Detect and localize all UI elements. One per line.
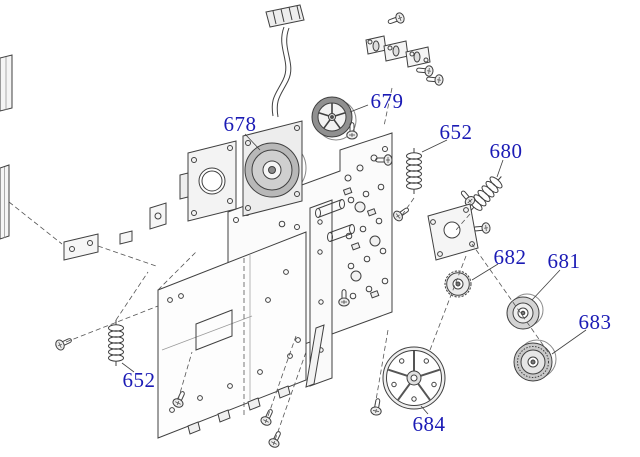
motor-bracket-678 [179, 140, 237, 222]
part-label-682: 682 [494, 245, 527, 269]
roller-shaft [315, 199, 345, 218]
pulley-679 [311, 96, 357, 141]
frame-front-plate [157, 231, 325, 439]
left-edge-fragments [0, 54, 13, 240]
wire-harness [265, 4, 305, 118]
feed-roller-assembly [365, 35, 431, 68]
part-label-684: 684 [413, 412, 446, 436]
part-label-678: 678 [224, 112, 257, 136]
screw [53, 334, 74, 352]
part-label-652-top: 652 [440, 120, 473, 144]
connector [265, 4, 305, 28]
pulley-681 [506, 293, 544, 330]
part-label-652-bottom: 652 [123, 368, 156, 392]
bracket-682 [427, 203, 479, 261]
pulley-683 [513, 339, 557, 382]
wheel-684 [382, 346, 446, 410]
part-labels: 678 679 652 680 682 681 683 684 652 [123, 89, 612, 436]
left-bracket [63, 202, 167, 261]
gear-682 [444, 270, 472, 298]
part-label-680: 680 [490, 139, 523, 163]
construction-lines [8, 87, 549, 441]
link-strip [305, 324, 325, 388]
roller-shaft [327, 224, 355, 242]
leader-lines [121, 104, 587, 415]
spring-652-bottom [108, 319, 124, 367]
part-label-681: 681 [548, 249, 581, 273]
spring-652-top [406, 147, 422, 195]
motor-678 [242, 120, 307, 217]
part-label-679: 679 [371, 89, 404, 113]
part-label-683: 683 [579, 310, 612, 334]
